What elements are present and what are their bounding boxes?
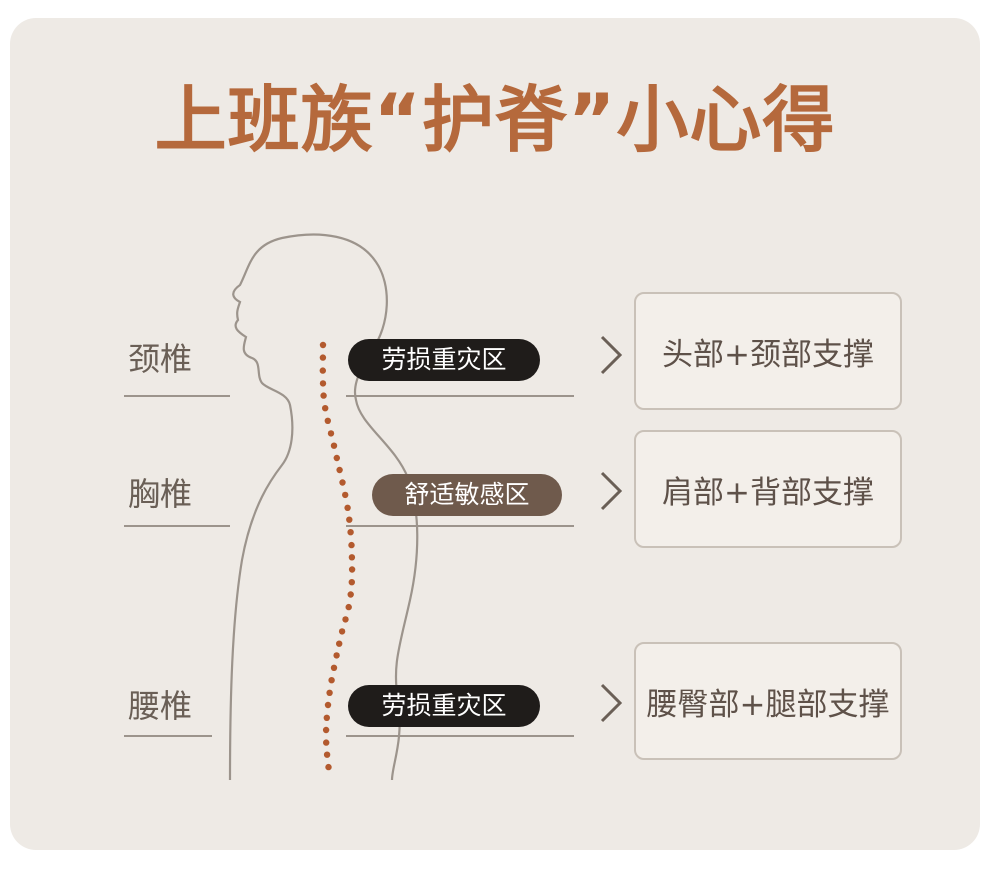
divider-right-cervical: [346, 395, 574, 397]
region-label-cervical: 颈椎: [128, 340, 193, 378]
spine-dot: [319, 367, 326, 374]
spine-dot: [319, 354, 327, 361]
spine-dot: [322, 726, 330, 734]
support-box-thoracic: 肩部+背部支撑: [634, 430, 902, 548]
divider-left-thoracic: [124, 525, 230, 527]
divider-right-lumbar: [346, 735, 574, 737]
page-title: 上班族“护脊”小心得: [154, 78, 836, 162]
spine-dots: [319, 341, 356, 771]
spine-dot: [323, 714, 330, 721]
spine-dot: [319, 380, 327, 387]
spine-dot: [333, 454, 340, 462]
zone-badge-lumbar: 劳损重灾区: [348, 685, 540, 727]
chevron-right-icon: [600, 471, 623, 511]
spine-dot: [330, 442, 338, 449]
spine-dot: [323, 751, 331, 758]
spine-dot: [333, 652, 340, 659]
zone-badge-cervical: 劳损重灾区: [348, 339, 540, 381]
support-box-cervical: 头部+颈部支撑: [634, 292, 902, 410]
body-outline: [228, 233, 419, 781]
support-box-lumbar: 腰臀部+腿部支撑: [634, 642, 902, 760]
spine-dot: [327, 430, 335, 437]
spine-dot: [325, 763, 332, 771]
spine-dot: [347, 591, 354, 598]
spine-dot: [348, 554, 356, 561]
region-label-thoracic: 胸椎: [128, 475, 193, 513]
spine-dot: [336, 640, 343, 647]
divider-left-cervical: [124, 395, 230, 397]
spine-dot: [328, 677, 335, 684]
spine-dot: [330, 664, 338, 671]
spine-dot: [338, 628, 346, 635]
spine-dot: [322, 405, 329, 412]
chevron-right-icon: [600, 683, 623, 723]
spine-dot: [348, 541, 355, 549]
region-label-lumbar: 腰椎: [128, 687, 193, 725]
spine-dot: [339, 479, 346, 486]
spine-dot: [347, 529, 354, 536]
spine-dot: [348, 566, 356, 573]
zone-badge-thoracic: 舒适敏感区: [372, 474, 562, 516]
spine-dot: [348, 579, 355, 586]
spine-dot: [346, 516, 353, 523]
divider-left-lumbar: [124, 735, 212, 737]
spine-dot: [326, 689, 333, 696]
chevron-right-icon: [600, 335, 623, 375]
spine-dot: [344, 504, 351, 511]
spine-dot: [345, 603, 352, 611]
spine-dot: [324, 417, 331, 424]
spine-dot: [342, 616, 349, 623]
spine-dot: [323, 739, 330, 746]
spine-dot: [320, 392, 327, 399]
spine-dot: [342, 491, 349, 499]
spine-dot: [319, 341, 327, 349]
spine-dot: [324, 701, 332, 709]
divider-right-thoracic: [346, 525, 574, 527]
spine-dot: [336, 466, 343, 474]
